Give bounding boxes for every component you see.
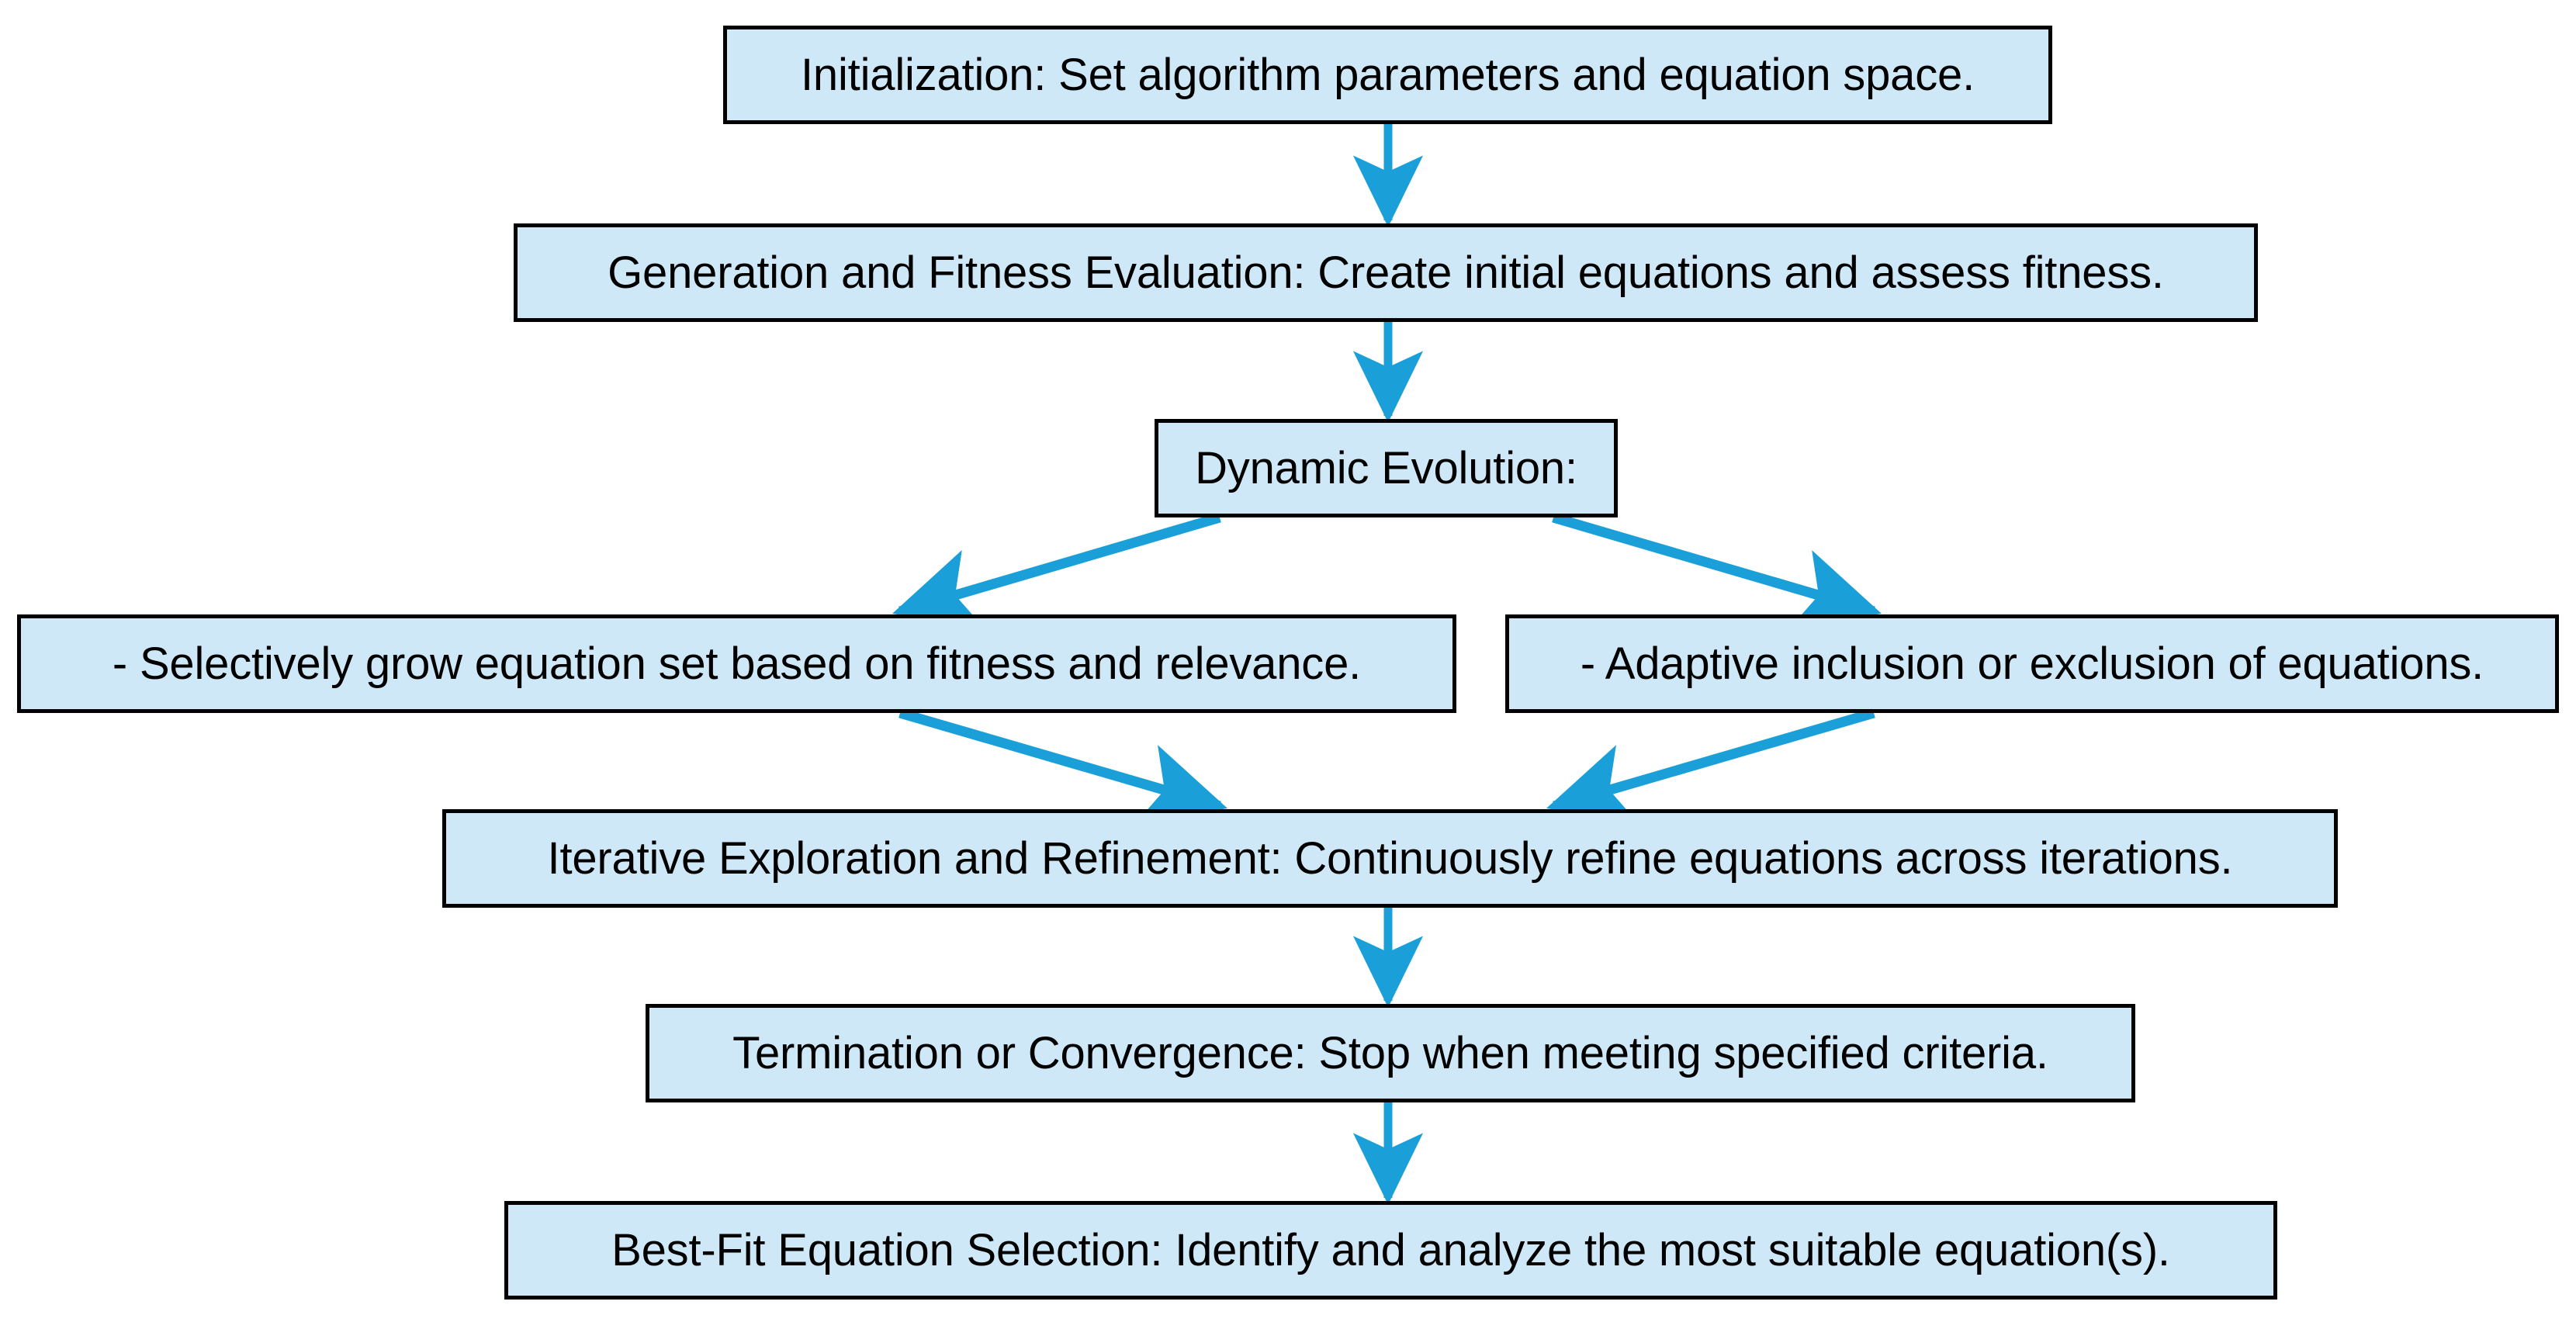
node-termination-or-convergence-label: Termination or Convergence: Stop when me…: [732, 1027, 2048, 1078]
node-iterative-exploration-and-refinement[interactable]: Iterative Exploration and Refinement: Co…: [442, 809, 2338, 908]
node-iterative-exploration-and-refinement-label: Iterative Exploration and Refinement: Co…: [547, 832, 2233, 884]
node-adaptive-inclusion-label: - Adaptive inclusion or exclusion of equ…: [1580, 638, 2484, 689]
edge-dynamic-to-adaptive: [1552, 512, 1882, 630]
node-selective-growth-label: - Selectively grow equation set based on…: [112, 638, 1362, 689]
node-dynamic-evolution-label: Dynamic Evolution:: [1195, 442, 1577, 493]
node-initialization-label: Initialization: Set algorithm parameters…: [801, 49, 1975, 100]
node-dynamic-evolution[interactable]: Dynamic Evolution:: [1155, 419, 1618, 517]
edge-adaptive-to-iterative: [1546, 708, 1875, 825]
node-adaptive-inclusion[interactable]: - Adaptive inclusion or exclusion of equ…: [1505, 614, 2559, 713]
node-generation-and-fitness-evaluation[interactable]: Generation and Fitness Evaluation: Creat…: [514, 223, 2258, 322]
node-termination-or-convergence[interactable]: Termination or Convergence: Stop when me…: [646, 1004, 2135, 1102]
node-initialization[interactable]: Initialization: Set algorithm parameters…: [723, 26, 2052, 124]
node-best-fit-equation-selection-label: Best-Fit Equation Selection: Identify an…: [611, 1224, 2170, 1275]
node-selective-growth[interactable]: - Selectively grow equation set based on…: [17, 614, 1456, 713]
node-best-fit-equation-selection[interactable]: Best-Fit Equation Selection: Identify an…: [504, 1201, 2277, 1300]
edge-dynamic-to-selective: [892, 512, 1221, 630]
node-generation-and-fitness-evaluation-label: Generation and Fitness Evaluation: Creat…: [608, 247, 2164, 298]
edge-selective-to-iterative: [898, 708, 1227, 825]
